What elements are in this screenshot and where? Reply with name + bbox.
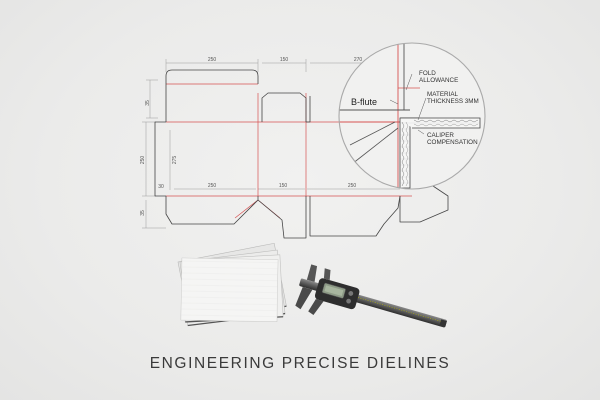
dim-left-3: 275 <box>172 156 178 165</box>
dim-top-3: 270 <box>354 57 363 63</box>
dimension-lines <box>142 59 400 229</box>
dim-bottom-1: 250 <box>208 183 217 189</box>
corrugated-board-samples <box>177 242 287 327</box>
digital-caliper <box>295 264 447 328</box>
dim-top-1: 250 <box>208 57 217 63</box>
callout-caliper-line1: CALIPER <box>427 132 454 139</box>
callout-caliper-line2: COMPENSATION <box>427 139 478 146</box>
magnifier-detail: B-flute FOLD ALLOWANCE MATERIAL THICKNES… <box>338 42 486 190</box>
dim-left-5: 35 <box>140 210 146 216</box>
dim-left-1: 35 <box>145 100 151 106</box>
callout-fold-line1: FOLD <box>419 70 436 77</box>
dim-left-2: 250 <box>140 156 146 165</box>
callout-flute: B-flute <box>351 97 377 107</box>
callout-fold-line2: ALLOWANCE <box>419 77 458 84</box>
dim-left-4: 30 <box>158 184 164 190</box>
cut-lines <box>154 69 449 239</box>
dim-bottom-3: 250 <box>348 183 357 189</box>
headline: ENGINEERING PRECISE DIELINES <box>149 355 451 372</box>
fold-lines <box>166 83 412 219</box>
dieline: 250 150 270 250 150 250 35 250 275 30 35 <box>140 57 449 239</box>
dim-top-2: 150 <box>280 57 289 63</box>
dim-bottom-2: 150 <box>279 183 288 189</box>
callout-material-line1: MATERIAL <box>427 91 459 98</box>
callout-material-line2: THICKNESS 3MM <box>427 98 479 105</box>
